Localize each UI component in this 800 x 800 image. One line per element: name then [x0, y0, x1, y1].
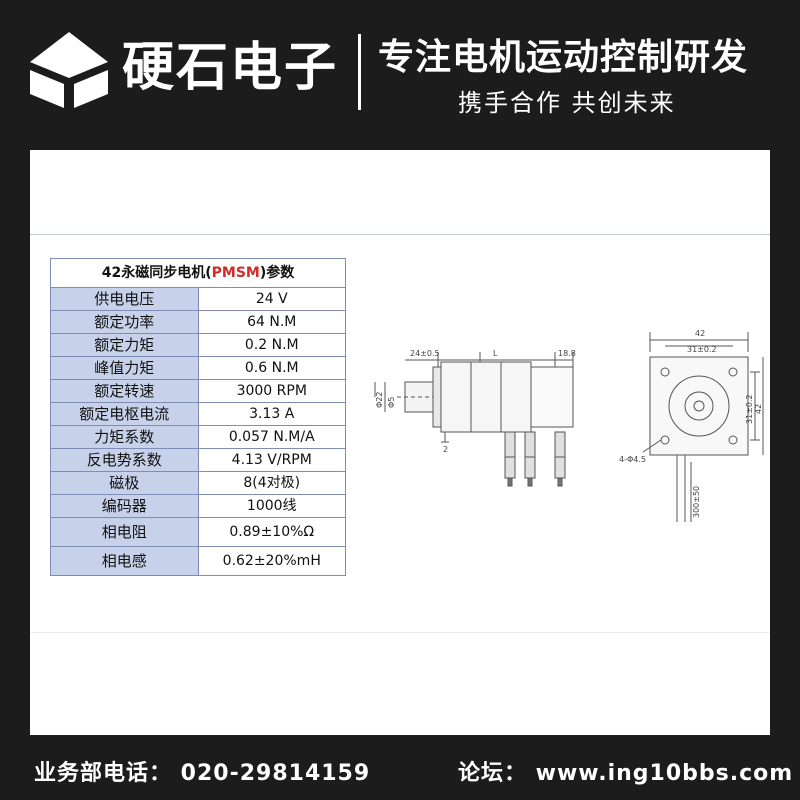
separator-line — [30, 632, 770, 633]
spec-label: 额定转速 — [50, 379, 199, 403]
spec-label: 峰值力矩 — [50, 356, 199, 380]
dim-body-len: L — [493, 349, 498, 358]
spec-value: 0.89±10%Ω — [197, 517, 346, 547]
spec-value: 8(4对极) — [197, 471, 346, 495]
spec-label: 额定电枢电流 — [50, 402, 199, 426]
spec-label: 相电感 — [50, 546, 199, 576]
forum-link[interactable]: 论坛： www.ing10bbs.com — [458, 761, 794, 786]
spec-value: 4.13 V/RPM — [197, 448, 346, 472]
spec-label: 编码器 — [50, 494, 199, 518]
dim-dia-shaft: Φ5 — [387, 397, 396, 408]
spec-value: 64 N.M — [197, 310, 346, 334]
sales-phone: 业务部电话： 020-29814159 — [34, 761, 371, 786]
spec-value: 24 V — [197, 287, 346, 311]
front-view — [642, 332, 764, 522]
spec-label: 磁极 — [50, 471, 199, 495]
dim-lead-len: 300±50 — [692, 486, 701, 518]
slogan: 专注电机运动控制研发 — [378, 37, 749, 78]
spec-value: 0.62±20%mH — [197, 546, 346, 576]
header-banner: 硬石电子 专注电机运动控制研发 携手合作 共创未来 — [0, 0, 800, 150]
dim-hole-spacing: 31±0.2 — [687, 345, 717, 354]
spec-value: 0.6 N.M — [197, 356, 346, 380]
spec-table-title: 42永磁同步电机(PMSM)参数 — [50, 258, 346, 288]
spec-value: 0.2 N.M — [197, 333, 346, 357]
side-view — [374, 352, 574, 487]
spec-label: 额定力矩 — [50, 333, 199, 357]
subslogan: 携手合作 共创未来 — [458, 89, 676, 117]
brand-name: 硬石电子 — [122, 38, 339, 98]
motor-dimension-drawing: 24±0.5 L 18.8 2 Φ22 Φ5 — [374, 329, 764, 522]
header-divider — [358, 34, 361, 110]
spec-label: 相电阻 — [50, 517, 199, 547]
dim-holes: 4-Φ4.5 — [619, 455, 646, 464]
dim-shaft-len: 24±0.5 — [410, 349, 440, 358]
spec-value: 3000 RPM — [197, 379, 346, 403]
dim-flange: 2 — [443, 445, 448, 454]
pmsm-highlight: PMSM — [211, 265, 260, 281]
gem-logo-icon — [30, 32, 108, 108]
separator-line — [30, 234, 770, 235]
spec-value: 3.13 A — [197, 402, 346, 426]
spec-label: 供电电压 — [50, 287, 199, 311]
footer-bar: 业务部电话： 020-29814159 论坛： www.ing10bbs.com — [0, 735, 800, 800]
spec-label: 力矩系数 — [50, 425, 199, 449]
spec-label: 反电势系数 — [50, 448, 199, 472]
spec-value: 1000线 — [197, 494, 346, 518]
dim-dia-outer: Φ22 — [375, 392, 384, 408]
dim-front-width: 42 — [695, 329, 705, 338]
dim-hole-vertical: 31±0.2 — [745, 394, 754, 424]
dim-rear-len: 18.8 — [558, 349, 576, 358]
spec-label: 额定功率 — [50, 310, 199, 334]
spec-value: 0.057 N.M/A — [197, 425, 346, 449]
dim-front-height: 42 — [754, 404, 763, 414]
